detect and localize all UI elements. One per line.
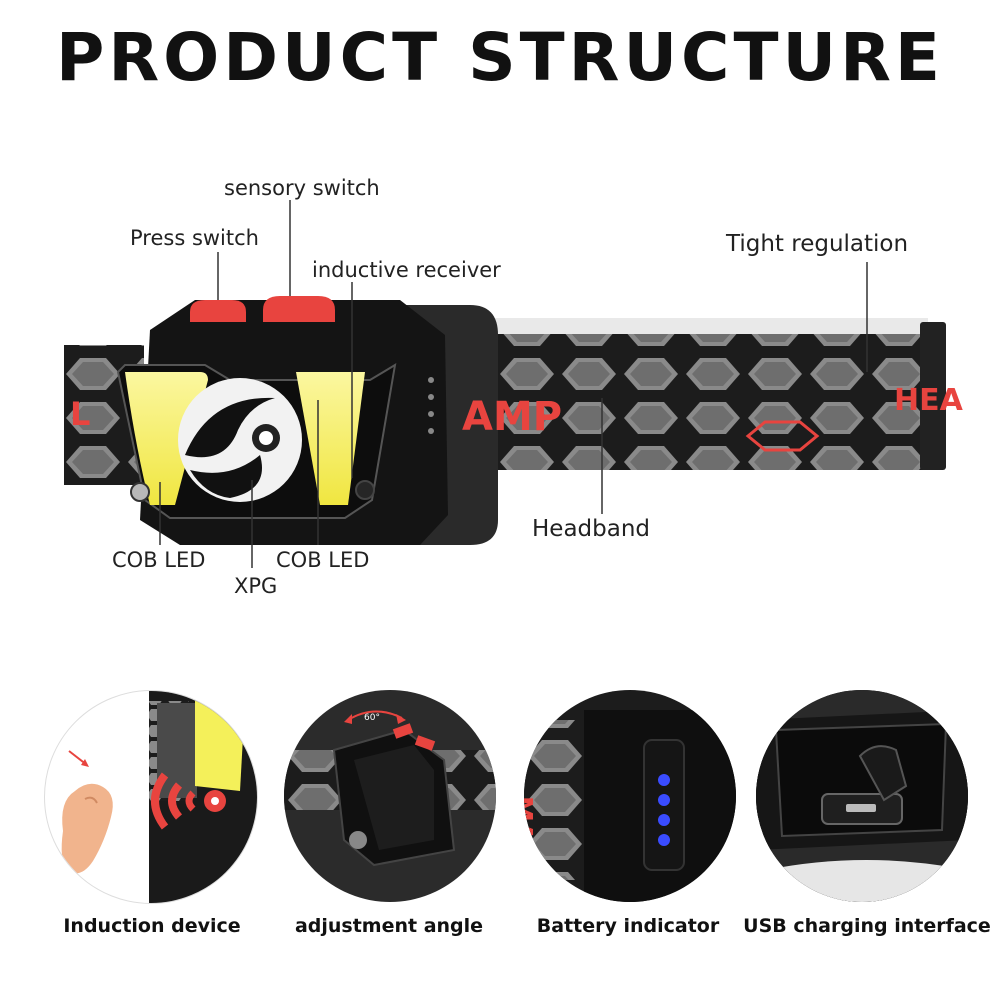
caption-battery-indicator: Battery indicator — [536, 915, 720, 937]
caption-induction-device: Induction device — [63, 915, 241, 937]
label-press-switch: Press switch — [130, 226, 259, 250]
press-switch-button[interactable] — [190, 300, 246, 322]
band-red-hex — [745, 420, 820, 452]
page-title: PRODUCT STRUCTURE — [55, 19, 945, 96]
feature-adjustment-angle: 60° — [284, 690, 496, 902]
label-xpg: XPG — [234, 574, 278, 598]
label-tight-regulation: Tight regulation — [726, 231, 909, 257]
sensor-wave-icon — [151, 772, 169, 830]
headlamp-diagram: AMP HEA L — [64, 200, 964, 568]
leader-lines — [159, 200, 868, 568]
headband-strap — [455, 330, 935, 470]
band-text-mamp: MAMP — [524, 796, 537, 887]
label-sensory-switch: sensory switch — [224, 176, 380, 200]
label-cob-led-left: COB LED — [112, 548, 206, 572]
feature-usb-charging — [756, 690, 968, 902]
xpg-led — [259, 431, 273, 445]
angle-label: 60° — [364, 713, 380, 723]
feature-induction-device — [44, 690, 258, 904]
hand-icon — [61, 783, 113, 874]
cob-led-closeup — [195, 701, 245, 791]
indicator-dot — [428, 377, 434, 383]
sensory-switch-button[interactable] — [263, 296, 335, 322]
label-cob-led-right: COB LED — [276, 548, 370, 572]
cob-led-left — [125, 372, 208, 505]
cob-led-right — [296, 372, 365, 505]
headband-top-edge — [488, 318, 928, 334]
band-text-amp: AMP — [462, 394, 562, 440]
battery-led-4 — [658, 834, 670, 846]
usb-port-icon — [846, 804, 876, 812]
label-headband: Headband — [532, 516, 651, 542]
feature-battery-indicator: MAMP — [524, 690, 736, 902]
headband — [455, 318, 946, 470]
usb-cover-flap — [858, 745, 908, 802]
indicator-dot — [428, 394, 434, 400]
caption-usb-charging-interface: USB charging interface — [743, 915, 991, 937]
caption-adjustment-angle: adjustment angle — [294, 915, 484, 937]
indicator-dot — [428, 428, 434, 434]
band-text-far-left: L — [70, 395, 90, 433]
side-light — [130, 482, 150, 502]
indicator-dot — [428, 411, 434, 417]
motion-arrow-icon — [81, 759, 89, 767]
battery-led-3 — [658, 814, 670, 826]
battery-led-1 — [658, 774, 670, 786]
xpg-logo-disc — [178, 378, 302, 502]
band-text-hea: HEA — [894, 383, 964, 418]
label-inductive-receiver: inductive receiver — [312, 258, 501, 282]
inductive-receiver-sensor — [355, 480, 375, 500]
battery-led-2 — [658, 794, 670, 806]
headband-end-buckle — [920, 322, 946, 470]
